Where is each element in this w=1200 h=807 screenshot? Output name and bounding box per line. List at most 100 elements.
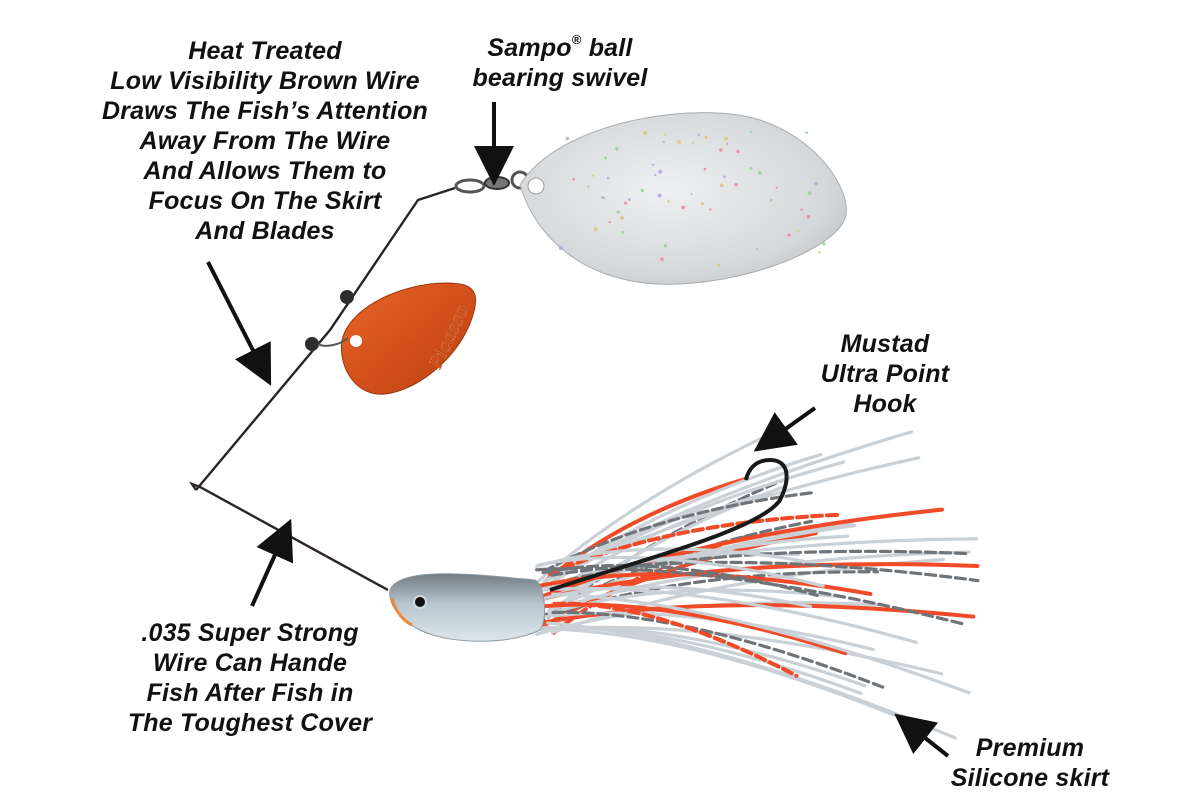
- arrow-wire: [206, 261, 272, 386]
- callout-line: Hook: [853, 390, 917, 418]
- lower-wire-arm: [188, 481, 389, 592]
- glitter-dot: [591, 174, 595, 177]
- glitter-dot: [608, 220, 611, 224]
- glitter-dot: [719, 183, 724, 188]
- skirt-strand: [538, 585, 813, 609]
- arrow-skirt: [894, 713, 950, 758]
- callout-line: Silicone skirt: [950, 764, 1110, 792]
- mustad-hook: [549, 457, 789, 592]
- glitter-dot: [651, 163, 655, 166]
- callout-line: .035 Super Strong: [141, 619, 359, 647]
- glitter-dot: [807, 191, 812, 195]
- glitter-dot: [700, 202, 704, 206]
- glitter-dot: [769, 198, 773, 202]
- glitter-dot: [681, 205, 686, 210]
- glitter-dot: [709, 208, 712, 211]
- glitter-dot: [627, 197, 631, 202]
- glitter-dot: [822, 242, 826, 246]
- callout-line: Ultra Point: [820, 360, 950, 388]
- glitter-dot: [593, 227, 598, 232]
- ball-bearing-swivel: [454, 170, 530, 194]
- glitter-dot: [600, 196, 604, 199]
- skirt-strand: [542, 456, 921, 584]
- glitter-dot: [814, 181, 818, 186]
- glitter-dot: [818, 251, 821, 254]
- upper-wire-arm: [195, 186, 456, 491]
- glitter-dot: [734, 183, 738, 187]
- glitter-dot: [806, 214, 811, 219]
- skirt-strand: [535, 566, 964, 626]
- callout-line: Away From The Wire: [139, 127, 391, 155]
- glitter-dot: [603, 156, 608, 160]
- glitter-dot: [757, 170, 762, 175]
- glitter-dot: [616, 210, 620, 214]
- skirt-strand: [535, 625, 863, 695]
- glitter-dot: [667, 200, 670, 203]
- skirt-strand: [551, 592, 971, 695]
- glitter-dot: [660, 257, 664, 261]
- skirt-strand: [551, 610, 888, 690]
- bead-lower: [305, 337, 319, 351]
- glitter-dot: [749, 130, 753, 134]
- glitter-dot: [797, 230, 800, 233]
- registered-mark: ®: [571, 32, 582, 47]
- glitter-dot: [615, 147, 619, 151]
- callout-text: ball: [581, 34, 633, 62]
- silver-willow-blade: [519, 112, 847, 285]
- glitter-dot: [724, 137, 728, 141]
- glitter-dot: [755, 248, 758, 251]
- glitter-dot: [736, 149, 740, 154]
- glitter-dot: [662, 141, 665, 144]
- callout-sampo-swivel: Sampo® ball bearing swivel: [460, 25, 660, 93]
- orange-colorado-blade: [341, 282, 477, 395]
- glitter-dot: [621, 231, 625, 235]
- skirt-strand: [552, 601, 799, 678]
- glitter-dot: [654, 173, 657, 177]
- glitter-dot: [640, 188, 645, 193]
- callout-line: Mustad: [840, 330, 930, 358]
- callout-mustad-hook: Mustad Ultra Point Hook: [800, 329, 970, 419]
- glitter-dot: [749, 167, 753, 171]
- glitter-dot: [703, 167, 707, 171]
- callout-line: Focus On The Skirt: [148, 187, 382, 215]
- glitter-dot: [775, 186, 778, 189]
- arrow-strong-wire: [250, 518, 294, 607]
- callout-line: Draws The Fish’s Attention: [101, 97, 429, 125]
- glitter-dot: [620, 216, 624, 220]
- glitter-dot: [558, 245, 563, 250]
- glitter-dot: [704, 135, 708, 139]
- glitter-dot: [717, 263, 721, 267]
- callout-silicone-skirt: Premium Silicone skirt: [930, 733, 1130, 793]
- callout-line: And Allows Them to: [143, 157, 387, 185]
- callout-line: Heat Treated: [188, 37, 342, 65]
- glitter-dot: [623, 201, 628, 205]
- callout-line: Low Visibility Brown Wire: [110, 67, 420, 95]
- glitter-dot: [587, 185, 590, 188]
- callout-line: Sampo® ball: [460, 25, 660, 63]
- skirt-strand: [547, 512, 840, 577]
- glitter-dot: [657, 193, 662, 198]
- callout-line: Wire Can Hande: [152, 649, 348, 677]
- glitter-dot: [805, 131, 808, 135]
- glitter-dot: [691, 142, 694, 145]
- callout-line: Premium: [975, 734, 1085, 762]
- glitter-dot: [726, 142, 729, 146]
- glitter-dot: [800, 208, 803, 211]
- glitter-dot: [643, 131, 647, 135]
- callout-line: And Blades: [195, 217, 335, 245]
- glitter-dot: [677, 140, 682, 144]
- bead-upper: [340, 290, 354, 304]
- callout-line: The Toughest Cover: [127, 709, 373, 737]
- callout-strong-wire: .035 Super Strong Wire Can Hande Fish Af…: [100, 618, 400, 738]
- glitter-dot: [719, 148, 723, 152]
- glitter-dot: [723, 175, 726, 179]
- arrow-hook: [753, 406, 817, 452]
- blade-glitter: [558, 130, 826, 267]
- glitter-dot: [606, 176, 610, 180]
- glitter-dot: [690, 193, 693, 196]
- skirt-strand: [538, 586, 918, 644]
- skirt-strand: [537, 603, 976, 626]
- lure-eye: [413, 595, 427, 609]
- skirt-strand: [546, 621, 957, 740]
